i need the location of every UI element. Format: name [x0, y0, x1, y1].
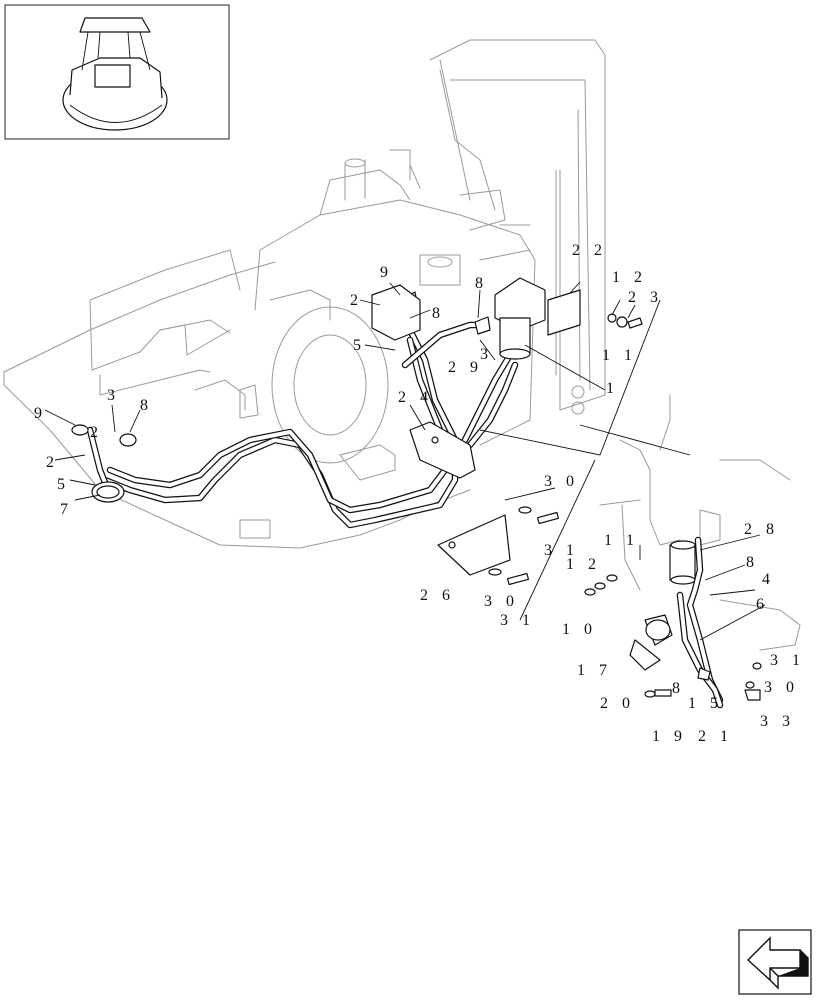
callout-30-b: 3 0 — [484, 593, 519, 610]
callout-2-upper: 2 — [350, 292, 363, 309]
callout-5-upper: 5 — [353, 337, 366, 354]
callout-8-detail-a: 8 — [746, 554, 759, 571]
hose-clamps — [71, 284, 491, 503]
callout-5-left: 5 — [57, 476, 70, 493]
callout-8-a: 8 — [475, 275, 488, 292]
callout-33: 3 3 — [760, 713, 795, 730]
callout-2-left-b: 2 — [46, 454, 59, 471]
callout-30-detail: 3 0 — [764, 679, 799, 696]
callout-12-detail: 1 2 — [566, 556, 601, 573]
callout-11-detail: 1 1 — [604, 532, 639, 549]
callout-3-left: 3 — [107, 387, 120, 404]
callout-15: 1 5 — [688, 695, 723, 712]
callout-labels: 2 2 1 2 2 3 1 1 1 9 2 8 8 5 2 9 3 2 4 9 … — [34, 242, 805, 745]
callout-6: 6 — [756, 596, 769, 613]
leader-lines — [44, 281, 766, 641]
callout-4: 4 — [762, 571, 775, 588]
next-page-arrow-icon[interactable] — [738, 929, 812, 995]
fuel-pipe-main — [86, 296, 519, 529]
callout-9-left: 9 — [34, 405, 47, 422]
callout-31-a: 3 1 — [544, 542, 579, 559]
callout-10: 1 0 — [562, 621, 597, 638]
fuel-filter-upper — [494, 277, 643, 360]
mounting-brackets — [409, 421, 560, 586]
callout-8-b: 8 — [432, 305, 445, 322]
callout-20: 2 0 — [600, 695, 635, 712]
callout-2-left-a: 2 — [90, 424, 103, 441]
engine-outline — [239, 149, 536, 464]
callout-9-upper: 9 — [380, 264, 393, 281]
callout-31-detail: 3 1 — [770, 652, 805, 669]
callout-11-upper: 1 1 — [602, 347, 637, 364]
callout-17: 1 7 — [577, 662, 612, 679]
detail-view-filter — [584, 394, 801, 709]
callout-30-a: 3 0 — [544, 473, 579, 490]
callout-8-detail-b: 8 — [672, 680, 685, 697]
radiator-outline — [429, 39, 606, 415]
callout-21: 2 1 — [698, 728, 733, 745]
callout-24: 2 4 — [398, 389, 433, 406]
callout-23: 2 3 — [628, 289, 663, 306]
callout-19: 1 9 — [652, 728, 687, 745]
callout-8-left: 8 — [140, 397, 153, 414]
callout-1: 1 — [606, 380, 619, 397]
callout-3-upper: 3 — [480, 346, 493, 363]
callout-12-upper: 1 2 — [612, 269, 647, 286]
callout-31-b: 3 1 — [500, 612, 535, 629]
callout-7: 7 — [60, 501, 73, 518]
callout-26: 2 6 — [420, 587, 455, 604]
callout-28: 2 8 — [744, 521, 779, 538]
callout-22: 2 2 — [572, 242, 607, 259]
callout-29: 2 9 — [448, 359, 483, 376]
machine-overview-thumbnail — [4, 4, 230, 140]
machine-frame-outline — [3, 249, 471, 549]
